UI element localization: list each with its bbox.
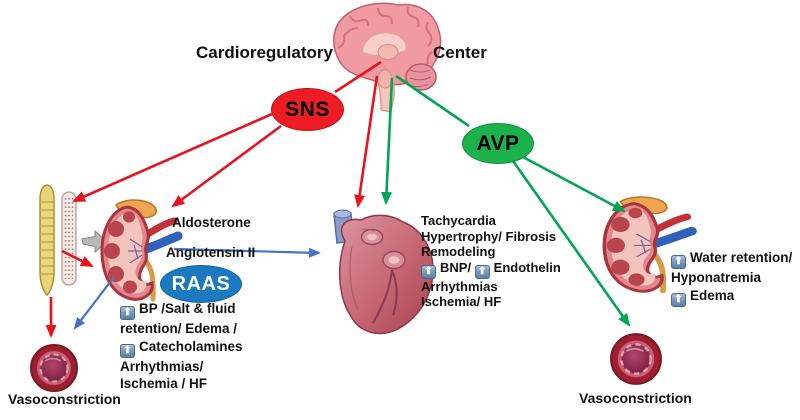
- aldosterone-label: Aldosterone: [172, 215, 251, 230]
- text-line: ⬆BP /Salt & fluid: [120, 300, 243, 320]
- vasoconstriction-left-label: Vasoconstriction: [8, 391, 121, 407]
- sns-node: SNS: [271, 88, 344, 131]
- avp-node: AVP: [462, 123, 534, 164]
- up-arrow-icon: ⬆: [421, 264, 436, 279]
- heart-illustration: [333, 209, 434, 335]
- up-arrow-icon: ⬆: [671, 293, 686, 307]
- text-line: Arrhythmias/: [120, 358, 204, 374]
- sns-label: SNS: [285, 97, 330, 121]
- text-line: Hyponatremia: [671, 270, 762, 285]
- text-line: Arrhythmias: [421, 278, 498, 294]
- text-line: Hypertrophy/ Fibrosis: [421, 228, 557, 244]
- raas-node: RAAS: [160, 265, 242, 303]
- text-line: Remodeling: [421, 244, 496, 259]
- avp-effects-text: ⬆Water retention/Hyponatremia ⬆Edema: [671, 249, 792, 307]
- text-line: Ischemia/ HF: [421, 294, 502, 309]
- sympathetic-nerve-illustration: [39, 184, 108, 297]
- up-arrow-icon: ⬆: [120, 343, 135, 358]
- text-line: Ischemia / HF: [120, 376, 208, 391]
- brain-illustration: [333, 2, 442, 113]
- blue-pathway-arrows: [73, 247, 321, 330]
- red-pathway-arrows: [45, 60, 382, 338]
- title-center: Center: [433, 43, 487, 62]
- up-arrow-icon: ⬆: [120, 306, 135, 320]
- right-vessel-illustration: [609, 332, 663, 386]
- left-vessel-illustration: [29, 343, 79, 393]
- green-pathway-arrows: [381, 74, 631, 327]
- avp-label: AVP: [476, 131, 520, 155]
- raas-label: RAAS: [171, 272, 231, 295]
- text-line: Tachycardia: [421, 213, 496, 228]
- up-arrow-icon: ⬆: [671, 255, 686, 269]
- text-line: ⬆Edema: [671, 287, 792, 307]
- text-line: ⬆Water retention/: [671, 249, 792, 269]
- text-line: retention/ Edema /: [120, 321, 238, 336]
- angiotensin-label: Angiotensin II: [166, 245, 256, 260]
- vasoconstriction-right-label: Vasoconstriction: [579, 390, 692, 406]
- text-line: ⬆BNP/ ⬆Endothelin: [421, 260, 561, 279]
- title-cardioregulatory: Cardioregulatory: [196, 43, 333, 62]
- text-line: ⬆Catecholamines: [120, 338, 243, 358]
- up-arrow-icon: ⬆: [474, 264, 490, 279]
